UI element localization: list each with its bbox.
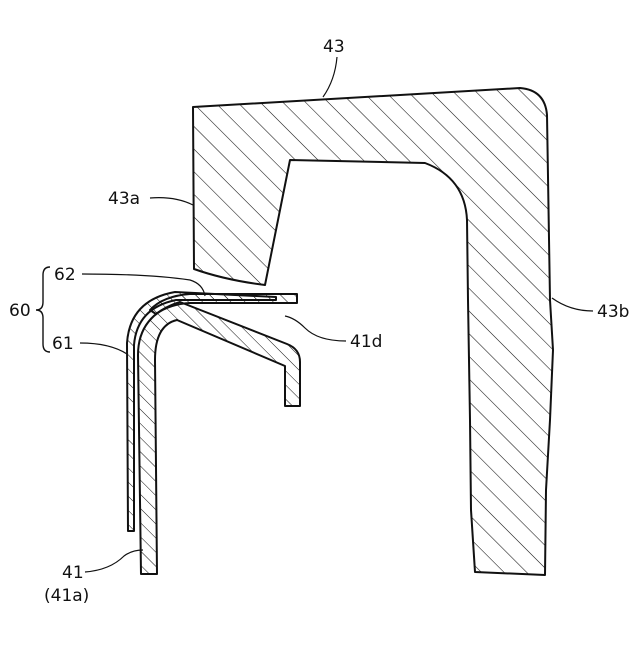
brace-60 <box>36 267 50 352</box>
leader-41d <box>285 316 346 341</box>
label-43b: 43b <box>597 302 629 322</box>
leader-43b <box>552 298 593 311</box>
label-61: 61 <box>52 334 74 354</box>
label-41d: 41d <box>350 332 382 352</box>
label-60: 60 <box>9 301 31 321</box>
leader-43 <box>323 57 337 97</box>
label-41a: (41a) <box>44 586 89 606</box>
label-62: 62 <box>54 265 76 285</box>
leader-43a <box>150 198 193 205</box>
leader-41 <box>85 550 143 572</box>
label-43: 43 <box>323 37 345 57</box>
part-41-plate <box>138 302 300 574</box>
label-41: 41 <box>62 563 84 583</box>
label-43a: 43a <box>108 189 140 209</box>
leader-61 <box>80 343 127 354</box>
